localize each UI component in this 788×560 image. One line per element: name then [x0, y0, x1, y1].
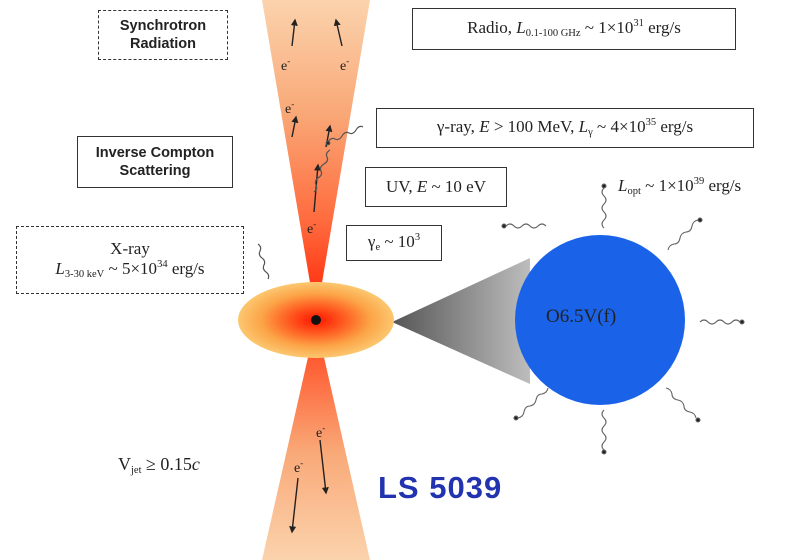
uv-photon: [313, 149, 331, 193]
gamma-ray-box: γ-ray, E > 100 MeV, Lγ ~ 4×1035 erg/s: [376, 108, 754, 148]
electron-arrow-1: [290, 18, 298, 47]
jet-velocity-label: Vjet ≥ 0.15c: [118, 454, 200, 476]
uv-box: UV, E ~ 10 eV: [365, 167, 507, 207]
synchrotron-line1: Synchrotron: [119, 17, 207, 34]
uv-text: UV, E ~ 10 eV: [385, 177, 487, 197]
xray-luminosity: L3-30 keV ~ 5×1034 erg/s: [55, 258, 205, 280]
compact-object: [311, 315, 321, 325]
shadow-cone: [392, 258, 530, 384]
star: [515, 235, 685, 405]
gamma-ray-text: γ-ray, E > 100 MeV, Lγ ~ 4×1035 erg/s: [436, 116, 694, 138]
lower-jet: [262, 322, 370, 560]
xray-box: X-ray L3-30 keV ~ 5×1034 erg/s: [16, 226, 244, 294]
jet-photons: [257, 125, 364, 280]
lorentz-factor-box: γe ~ 103: [346, 225, 442, 261]
synchrotron-line2: Radiation: [129, 36, 197, 52]
electron-label: e-: [294, 458, 304, 476]
inverse-compton-line2: Scattering: [119, 163, 191, 179]
upper-jet: [262, 0, 370, 318]
electron-label: e-: [281, 56, 291, 74]
radio-box: Radio, L0.1-100 GHz ~ 1×1031 erg/s: [412, 8, 736, 50]
electron-arrow-3: [291, 115, 299, 138]
system-title: LS 5039: [378, 470, 503, 505]
xray-photon: [257, 243, 270, 280]
electron-arrow-2: [333, 18, 343, 47]
electron-label: e-: [340, 56, 350, 74]
gamma-photon: [327, 125, 364, 143]
electron-label: e-: [316, 423, 326, 441]
lorentz-factor-text: γe ~ 103: [367, 231, 421, 253]
star-label: O6.5V(f): [546, 306, 617, 327]
synchrotron-box: Synchrotron Radiation: [98, 10, 228, 60]
inverse-compton-box: Inverse Compton Scattering: [77, 136, 233, 188]
xray-label: X-ray: [110, 239, 150, 259]
electron-label: e-: [307, 219, 317, 237]
electron-label: e-: [285, 99, 295, 117]
inverse-compton-line1: Inverse Compton: [95, 144, 215, 161]
electron-arrow-7: [289, 477, 299, 534]
electron-arrow-6: [319, 439, 329, 495]
optical-luminosity-label: Lopt ~ 1×1039 erg/s: [618, 176, 742, 197]
radio-text: Radio, L0.1-100 GHz ~ 1×1031 erg/s: [467, 17, 681, 39]
star-photons: [501, 183, 745, 455]
